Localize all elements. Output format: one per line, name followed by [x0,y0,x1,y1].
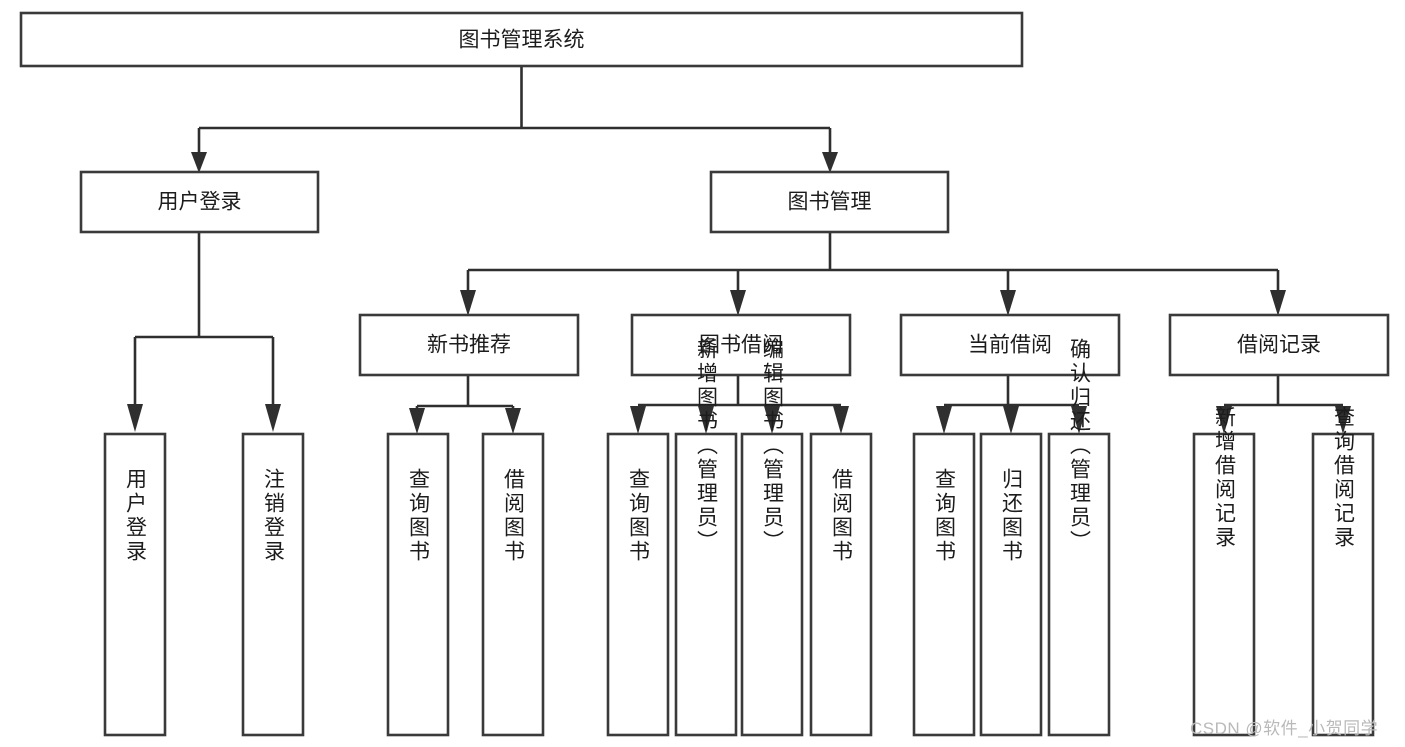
node-current-borrow[interactable]: 当前借阅 [899,313,1121,377]
arrow-current-borrow-leaf-2 [1003,406,1019,434]
arrow-to-book-manage [822,152,838,173]
leaf-current-borrow-1-label: 查询图书 [933,468,957,564]
leaf-current-borrow-2-box[interactable] [979,432,1043,737]
leaf-book-borrow-4-label: 借阅图书 [830,468,854,564]
node-current-borrow-label: 当前借阅 [968,334,1052,357]
node-borrow-record[interactable]: 借阅记录 [1168,313,1390,377]
arrow-to-new-book [460,290,476,316]
leaf-book-borrow-1-label: 查询图书 [627,468,651,564]
leaf-current-borrow-2[interactable]: 归还图书 [979,432,1043,737]
arrow-book-borrow-leaf-2 [698,406,714,434]
arrow-current-borrow-leaf-1 [936,406,952,434]
leaf-user-login-1-label: 用户登录 [124,468,148,564]
leaf-borrow-record-2-box[interactable] [1311,432,1375,737]
node-current-borrow-box[interactable] [899,313,1121,377]
node-root-label: 图书管理系统 [459,29,585,52]
leaf-book-borrow-3-label: 编辑图书（管理员） [761,338,785,554]
leaf-new-book-1[interactable]: 查询图书 [386,432,450,737]
arrow-book-borrow-leaf-4 [833,406,849,434]
leaf-user-login-2[interactable]: 注销登录 [241,432,305,737]
leaf-current-borrow-3-box[interactable] [1047,432,1111,737]
leaf-book-borrow-4-box[interactable] [809,432,873,737]
leaf-current-borrow-1[interactable]: 查询图书 [912,432,976,737]
leaf-borrow-record-1-box[interactable] [1192,432,1256,737]
node-book-manage-box[interactable] [709,170,950,234]
leaf-new-book-2-box[interactable] [481,432,545,737]
arrow-to-user-login [191,152,207,173]
leaf-current-borrow-1-box[interactable] [912,432,976,737]
arrow-book-borrow-leaf-3 [764,406,780,434]
leaf-user-login-2-box[interactable] [241,432,305,737]
arrow-book-borrow-leaf-1 [630,406,646,434]
node-root[interactable]: 图书管理系统 [19,11,1024,68]
leaf-user-login-1[interactable]: 用户登录 [103,432,167,737]
node-user-login-box[interactable] [79,170,320,234]
leaf-book-borrow-2-box[interactable] [674,432,738,737]
node-user-login-label: 用户登录 [158,191,242,214]
leaf-current-borrow-3-label: 确认归还（管理员） [1068,338,1092,554]
leaf-book-borrow-3[interactable]: 编辑图书（管理员） [740,338,804,737]
node-new-book-recommend[interactable]: 新书推荐 [358,313,580,377]
node-book-borrow-label: 图书借阅 [699,334,783,357]
arrow-to-borrow-record [1270,290,1286,316]
leaf-borrow-record-2[interactable]: 查询借阅记录 [1311,406,1375,737]
leaf-book-borrow-1[interactable]: 查询图书 [606,432,670,737]
node-book-borrow-box[interactable] [630,313,852,377]
leaf-new-book-2[interactable]: 借阅图书 [481,432,545,737]
arrow-user-login-leaf-1 [127,404,143,432]
arrow-borrow-record-leaf-1 [1216,406,1232,434]
leaf-borrow-record-1[interactable]: 新增借阅记录 [1192,406,1256,737]
node-book-manage[interactable]: 图书管理 [709,170,950,234]
leaf-current-borrow-3[interactable]: 确认归还（管理员） [1047,338,1111,737]
node-new-book-recommend-box[interactable] [358,313,580,377]
arrow-current-borrow-leaf-3 [1071,406,1087,434]
node-new-book-recommend-label: 新书推荐 [427,334,511,357]
arrow-to-current-borrow [1000,290,1016,316]
node-book-borrow[interactable]: 图书借阅 [630,313,852,377]
leaf-new-book-2-label: 借阅图书 [502,468,526,564]
arrow-borrow-record-leaf-2 [1335,406,1351,434]
leaf-borrow-record-2-label: 查询借阅记录 [1332,406,1356,550]
node-user-login[interactable]: 用户登录 [79,170,320,234]
leaf-user-login-2-label: 注销登录 [262,468,286,564]
node-book-manage-label: 图书管理 [788,191,872,214]
arrow-user-login-leaf-2 [265,404,281,432]
connectors-group [127,66,1351,434]
leaf-user-login-1-box[interactable] [103,432,167,737]
leaf-book-borrow-1-box[interactable] [606,432,670,737]
arrow-new-book-leaf-1 [409,408,425,434]
leaf-new-book-1-box[interactable] [386,432,450,737]
leaf-book-borrow-2-label: 新增图书（管理员） [695,338,719,554]
leaf-borrow-record-1-label: 新增借阅记录 [1213,406,1237,550]
leaf-book-borrow-3-box[interactable] [740,432,804,737]
leaf-new-book-1-label: 查询图书 [407,468,431,564]
arrow-to-book-borrow [730,290,746,316]
node-borrow-record-box[interactable] [1168,313,1390,377]
arrow-new-book-leaf-2 [505,408,521,434]
leaf-current-borrow-2-label: 归还图书 [1000,468,1024,564]
node-root-box[interactable] [19,11,1024,68]
node-borrow-record-label: 借阅记录 [1237,334,1321,357]
leaf-book-borrow-4[interactable]: 借阅图书 [809,432,873,737]
leaf-book-borrow-2[interactable]: 新增图书（管理员） [674,338,738,737]
